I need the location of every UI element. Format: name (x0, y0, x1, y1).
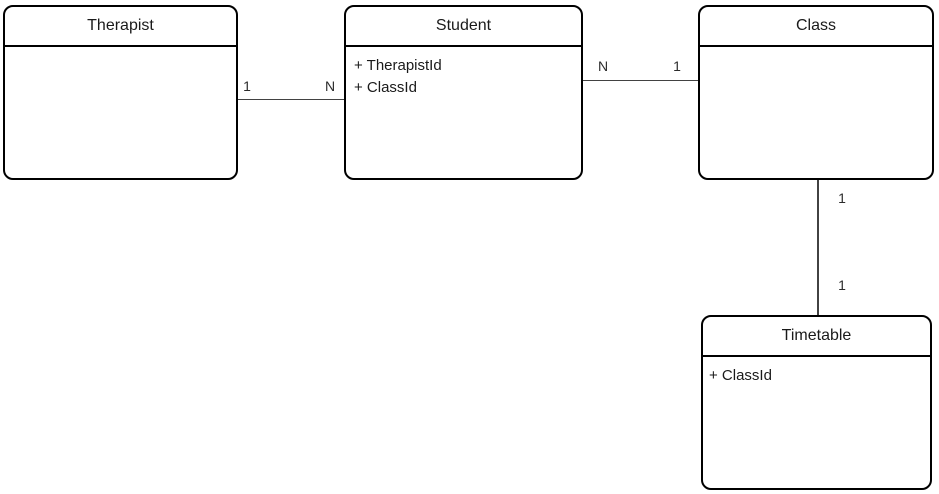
connector-class-timetable[interactable] (817, 180, 819, 315)
connector-therapist-student[interactable] (238, 99, 344, 100)
cardinality-class-side: 1 (673, 58, 681, 74)
entity-title-timetable: Timetable (703, 317, 930, 357)
cardinality-timetable-side: 1 (838, 277, 846, 293)
entity-body-therapist (5, 47, 236, 63)
entity-title-class: Class (700, 7, 932, 47)
connector-student-class[interactable] (583, 80, 698, 81)
entity-title-therapist: Therapist (5, 7, 236, 47)
entity-body-class (700, 47, 932, 63)
entity-student[interactable]: Student + TherapistId + ClassId (344, 5, 583, 180)
entity-body-student: + TherapistId + ClassId (346, 47, 581, 107)
attribute-student-classid: + ClassId (354, 79, 417, 96)
entity-therapist[interactable]: Therapist (3, 5, 238, 180)
cardinality-student-side-left: N (324, 78, 336, 94)
attribute-therapistid: + TherapistId (354, 57, 442, 74)
attribute-timetable-classid: + ClassId (709, 367, 772, 384)
cardinality-student-side-right: N (597, 58, 609, 74)
entity-class[interactable]: Class (698, 5, 934, 180)
entity-body-timetable: + ClassId (703, 357, 930, 395)
entity-title-student: Student (346, 7, 581, 47)
entity-timetable[interactable]: Timetable + ClassId (701, 315, 932, 490)
cardinality-class-bottom: 1 (838, 190, 846, 206)
cardinality-therapist-side: 1 (243, 78, 251, 94)
